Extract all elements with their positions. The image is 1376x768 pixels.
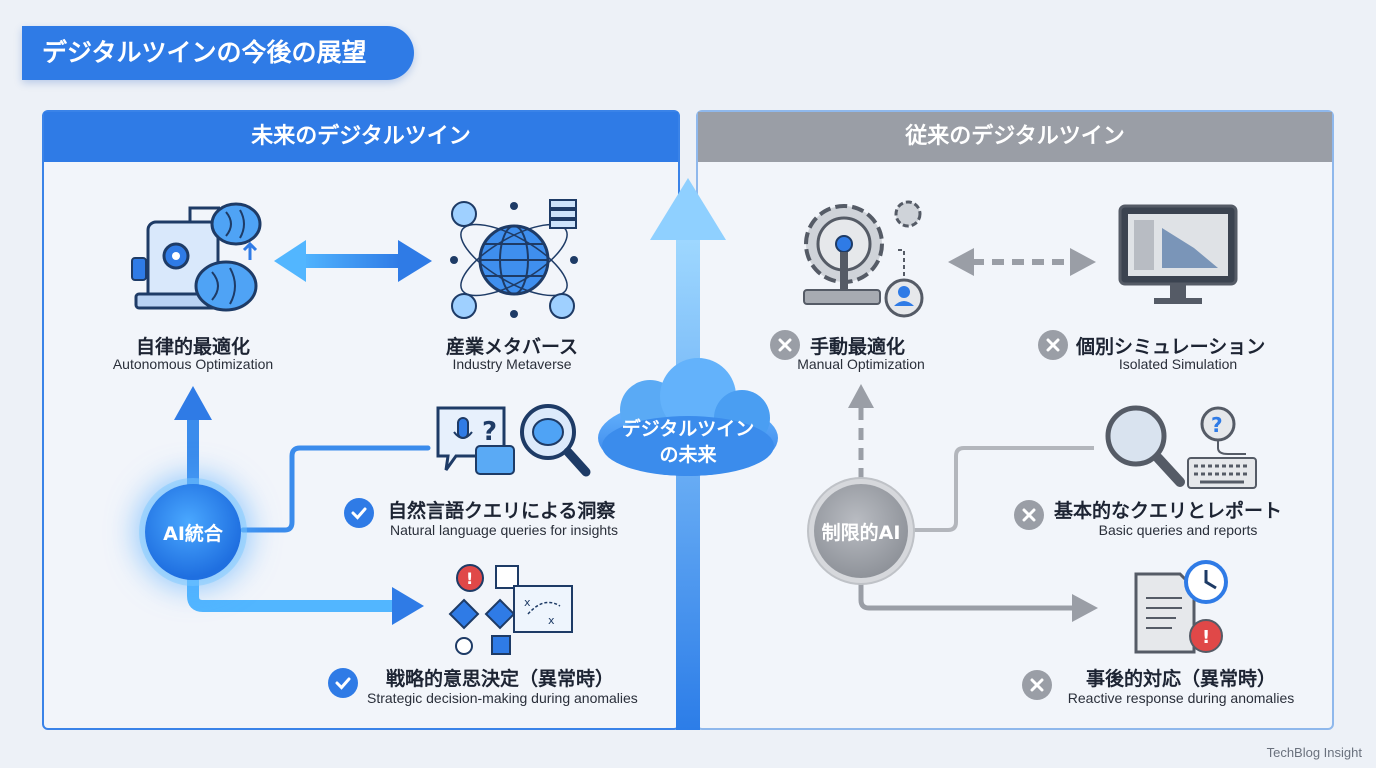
chat-question-icon: ? [436,406,515,475]
isolated-simulation-label: 個別シミュレーション [1076,336,1266,358]
gear-joystick-icon [803,200,924,318]
metaverse-globe-icon [450,199,578,319]
ai-integration-hub: AI統合 [145,484,241,580]
center-up-arrow [650,178,726,730]
autonomous-optimization-en: Autonomous Optimization [112,356,274,372]
isolated-simulation-en: Isolated Simulation [1118,356,1238,372]
decision-flowchart-icon: ! x x [448,564,573,655]
svg-text:?: ? [1211,413,1223,437]
limited-ai-hub: 制限的AI [814,484,908,578]
natural-language-query-label: 自然言語クエリによる洞察 [388,500,616,522]
cloud-label-line1: デジタルツイン [621,418,755,440]
svg-text:x: x [524,596,531,609]
x-icon [770,330,800,360]
svg-text:!: ! [1202,627,1210,648]
robot-brain-icon [131,202,262,312]
manual-optimization-label: 手動最適化 [810,336,906,358]
magnifier-brain-icon [520,404,591,477]
reactive-response-label: 事後的対応（異常時） [1085,668,1277,690]
future-panel-header: 未来のデジタルツイン [44,112,678,162]
cloud-icon [598,358,778,476]
strategic-decision-label: 戦略的意思決定（異常時） [386,668,615,690]
svg-text:!: ! [466,569,473,588]
future-panel: 未来のデジタルツイン [42,110,680,730]
x-icon [1022,670,1052,700]
check-icon [328,668,358,698]
cloud-label-line2: の未来 [659,444,717,466]
legacy-panel-header: 従来のデジタルツイン [698,112,1332,162]
bidirectional-arrow [274,240,432,282]
keyboard-question-icon: ? [1187,406,1257,489]
x-icon [1038,330,1068,360]
dashed-bidirectional-arrow [948,248,1096,276]
monitor-chart-icon [1118,204,1238,304]
limited-ai-connectors [848,384,1098,622]
industry-metaverse-en: Industry Metaverse [452,356,572,372]
manual-optimization-en: Manual Optimization [797,356,925,372]
basic-queries-label: 基本的なクエリとレポート [1054,500,1283,522]
strategic-decision-en: Strategic decision-making during anomali… [367,690,638,706]
svg-text:x: x [548,614,555,627]
document-clock-icon: ! [1134,560,1228,654]
page-title: デジタルツインの今後の展望 [22,26,414,80]
footer-brand: TechBlog Insight [1266,745,1362,760]
check-icon [344,498,374,528]
svg-text:?: ? [482,417,497,447]
x-icon [1014,500,1044,530]
cloud-label: デジタルツイン の未来 [622,416,755,468]
reactive-response-en: Reactive response during anomalies [1067,690,1295,706]
magnifier-icon [1105,405,1185,487]
autonomous-optimization-label: 自律的最適化 [135,336,251,358]
basic-queries-en: Basic queries and reports [1098,522,1258,538]
industry-metaverse-label: 産業メタバース [445,336,579,358]
natural-language-query-en: Natural language queries for insights [390,522,619,538]
ai-hub-connectors [174,386,431,625]
